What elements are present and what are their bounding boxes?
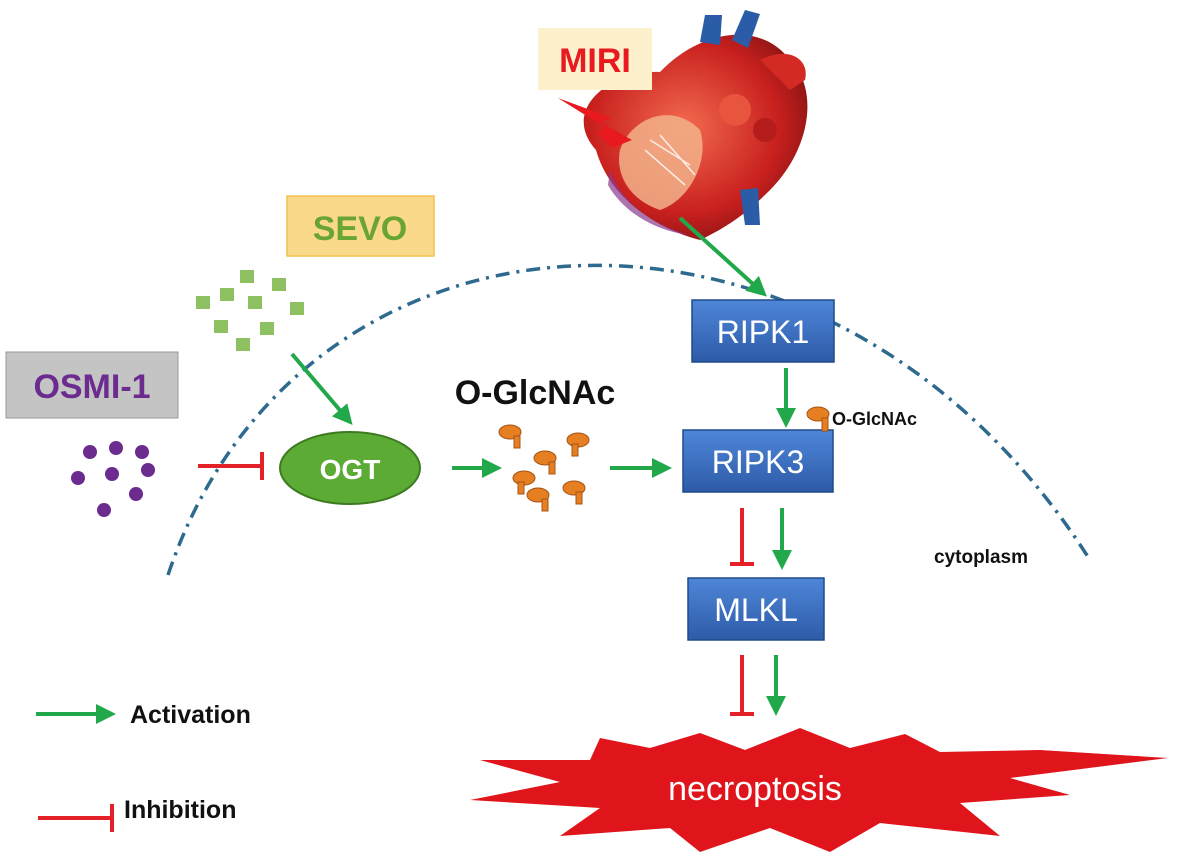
ripk3-box [682,429,834,493]
osmi-inhibits-ogt [198,452,264,480]
mlkl-box [687,577,825,641]
ripk1-box [691,299,835,363]
osmi-molecules [71,441,155,517]
oglcnac-glyph-icon [498,424,590,512]
sevo-box [286,195,435,257]
miri-label: MIRI [559,42,631,80]
cytoplasm-label: cytoplasm [934,547,1028,568]
oglcnac-modification-label: O-GlcNAc [832,409,917,429]
ogt-node [279,431,421,505]
oglcnac-heading: O-GlcNAc [455,374,616,412]
mlkl-label: MLKL [714,592,798,628]
sevo-label: SEVO [313,210,407,248]
ripk1-label: RIPK1 [717,314,809,350]
oglcnac-glyph-icon [806,406,830,432]
sevo-activates-ogt [290,352,353,426]
legend-activation-label: Activation [130,701,251,729]
sevo-inhibits-mlkl-phosphorylation [730,508,754,566]
necroptosis-burst [470,728,1168,852]
ripk3-label: RIPK3 [712,444,804,480]
osmi-label: OSMI-1 [33,368,150,406]
sevo-inhibits-necroptosis [730,655,754,716]
sevo-molecules [196,270,304,351]
cell-membrane [166,263,1092,576]
legend: Activation Inhibition [36,701,251,832]
osmi-box [5,351,179,419]
miri-activates-ripk1 [678,216,767,297]
legend-inhibition-label: Inhibition [124,796,236,824]
ogt-label: OGT [320,454,381,485]
miri-box [538,28,652,90]
necroptosis-label: necroptosis [668,770,842,808]
legend-inhibition-symbol [38,804,114,832]
lightning-bolt-icon [558,98,632,148]
